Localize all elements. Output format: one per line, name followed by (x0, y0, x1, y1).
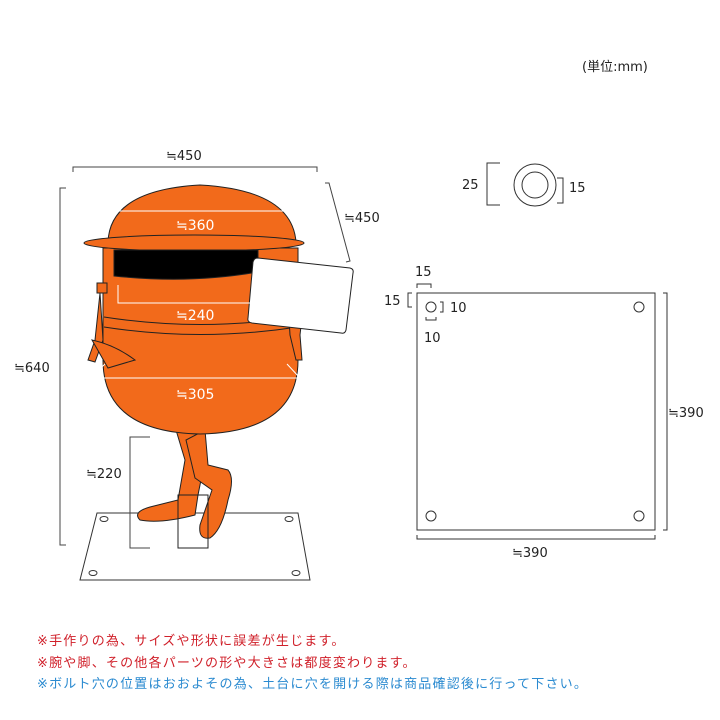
plate-hole-w: 10 (424, 331, 441, 346)
dim-leg: ≒220 (86, 467, 122, 482)
mailbox-legs (137, 429, 232, 549)
ring-detail (486, 162, 564, 207)
unit-label: (単位:mm) (582, 60, 648, 75)
base-plate-top-view (407, 283, 668, 540)
plate-height-dim: ≒390 (668, 406, 704, 421)
dim-height: ≒640 (14, 361, 50, 376)
plate-width-dim: ≒390 (512, 546, 548, 561)
dim-body: ≒305 (176, 387, 214, 403)
dim-brim: ≒360 (176, 218, 214, 234)
base-plate-perspective (79, 512, 311, 581)
mailbox-body (83, 184, 305, 435)
dimension-lines (59, 166, 351, 549)
dim-slot: ≒240 (176, 308, 214, 324)
ring-outer-dim: 25 (462, 178, 479, 193)
plate-hole-h: 10 (450, 301, 467, 316)
note-parts-vary: ※腕や脚、その他各パーツの形や大きさは都度変わります。 (37, 656, 417, 671)
name-sign (247, 257, 354, 334)
plate-offset-y: 15 (384, 294, 401, 309)
ring-inner-dim: 15 (569, 181, 586, 196)
dim-depth: ≒450 (344, 211, 380, 226)
note-handmade: ※手作りの為、サイズや形状に誤差が生じます。 (37, 634, 346, 649)
dim-width-top: ≒450 (166, 149, 202, 164)
plate-offset-x: 15 (415, 265, 432, 280)
note-bolt-holes: ※ボルト穴の位置はおおよその為、土台に穴を開ける際は商品確認後に行って下さい。 (37, 677, 589, 692)
